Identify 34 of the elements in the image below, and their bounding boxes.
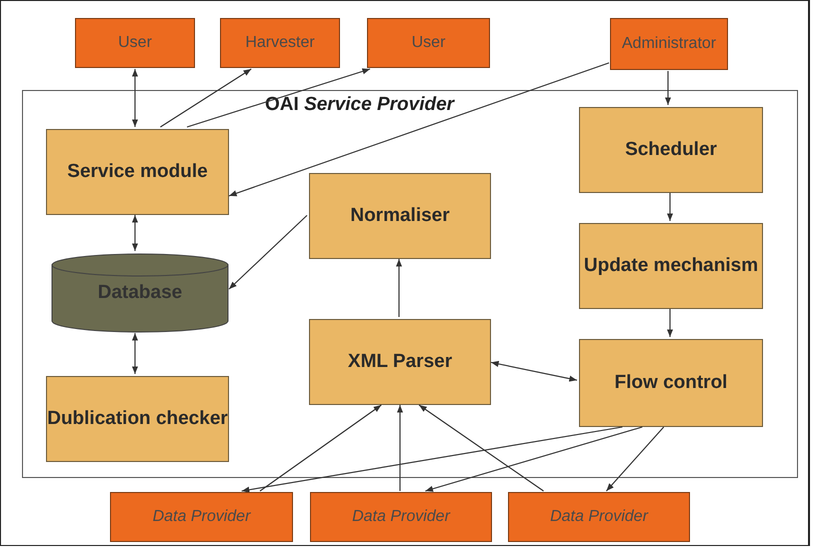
arrow <box>260 404 382 492</box>
actor-box: Harvester <box>220 18 340 68</box>
actor-box: Administrator <box>610 18 728 70</box>
arrow <box>228 215 308 290</box>
arrow <box>160 68 252 128</box>
process-box: XML Parser <box>309 319 491 405</box>
actor-box: User <box>75 18 195 68</box>
double-arrow <box>132 215 138 251</box>
arrow <box>666 193 674 221</box>
arrow <box>396 259 402 317</box>
process-box: Scheduler <box>579 107 763 193</box>
arrow <box>242 426 622 493</box>
process-box: Flow control <box>579 339 763 427</box>
database-cylinder: Database <box>51 253 229 333</box>
process-box: Service module <box>46 129 229 215</box>
arrow <box>425 426 642 492</box>
data-provider-box: Data Provider <box>110 492 293 542</box>
process-box: Normaliser <box>309 173 491 259</box>
double-arrow <box>132 69 138 127</box>
actor-box: User <box>367 18 490 68</box>
double-arrow <box>132 333 138 374</box>
arrow <box>664 71 672 105</box>
arrow <box>606 426 664 492</box>
arrow <box>418 404 544 492</box>
arrow <box>666 309 674 337</box>
arrow <box>228 62 610 196</box>
process-box: Update mechanism <box>579 223 763 309</box>
arrow <box>186 68 370 128</box>
double-arrow <box>490 360 578 382</box>
arrow <box>396 405 404 491</box>
data-provider-box: Data Provider <box>310 492 492 542</box>
data-provider-box: Data Provider <box>508 492 690 542</box>
process-box: Dublication checker <box>46 376 229 462</box>
system-boundary <box>22 90 798 478</box>
